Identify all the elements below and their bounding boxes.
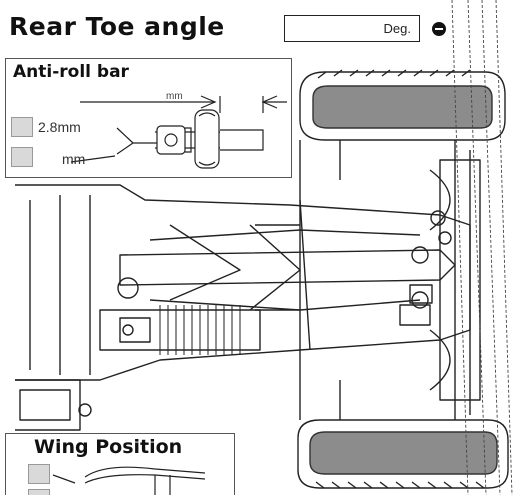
toe-angle-input[interactable]: Deg. — [284, 15, 420, 42]
arb-option-1-label: 2.8mm — [38, 119, 81, 135]
arb-option-1-checkbox[interactable] — [11, 117, 33, 137]
page-title: Rear Toe angle — [9, 12, 225, 41]
minus-circle-icon — [432, 22, 446, 36]
anti-roll-bar-title: Anti-roll bar — [13, 62, 129, 82]
arb-dimension-unit: mm — [166, 91, 183, 102]
anti-roll-bar-panel: Anti-roll bar mm 2.8mm m — [5, 58, 292, 178]
wing-position-title: Wing Position — [34, 436, 183, 458]
anti-roll-bar-diagram — [70, 94, 287, 169]
arb-option-2-label: mm — [62, 151, 86, 167]
upper-tire — [299, 69, 506, 141]
wing-option-2-checkbox[interactable] — [28, 489, 50, 495]
arb-option-2-checkbox[interactable] — [11, 147, 33, 167]
wing-position-panel: Wing Position — [5, 433, 235, 495]
wing-option-1-checkbox[interactable] — [28, 464, 50, 484]
lower-tire — [297, 419, 509, 489]
toe-angle-unit: Deg. — [383, 21, 411, 36]
wing-diagram — [52, 466, 205, 495]
